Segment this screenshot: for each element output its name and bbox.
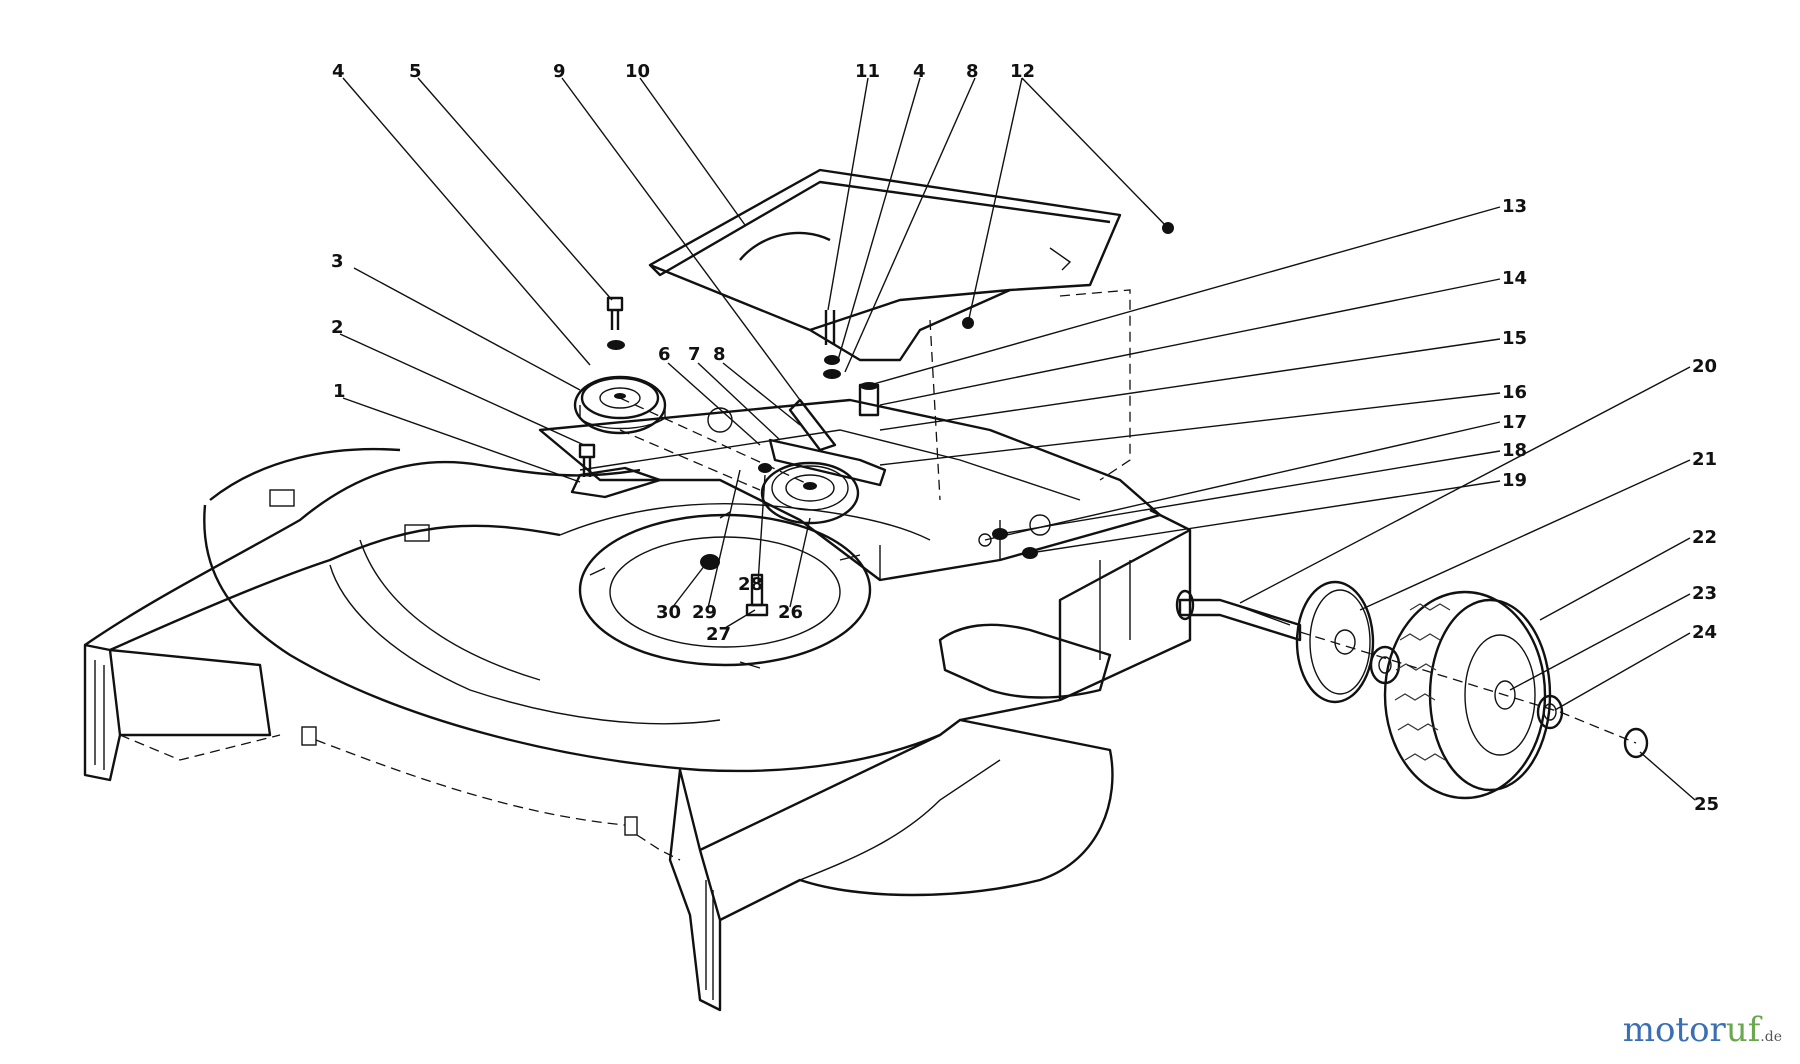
callout-23: 23: [1692, 583, 1717, 604]
callout-labels: 4 5 9 10 11 4 8 12 3 2 1 6 7 8 13 14 15 …: [331, 61, 1719, 815]
rear-wheel-assembly: [1175, 580, 1649, 800]
callout-14: 14: [1502, 268, 1527, 289]
callout-4-right: 4: [913, 61, 926, 82]
callout-2: 2: [331, 317, 344, 338]
watermark-part2: uf: [1725, 1010, 1761, 1050]
callout-4-left: 4: [332, 61, 345, 82]
callout-20: 20: [1692, 356, 1717, 377]
callout-8-mid: 8: [713, 344, 726, 365]
callout-26: 26: [778, 602, 803, 623]
callout-30: 30: [656, 602, 681, 623]
callout-24: 24: [1692, 622, 1717, 643]
mower-deck: [83, 447, 1192, 1012]
callout-11: 11: [855, 61, 880, 82]
belt-guard-cover: [648, 168, 1131, 501]
callout-25: 25: [1694, 794, 1719, 815]
callout-7: 7: [688, 344, 701, 365]
callout-29: 29: [692, 602, 717, 623]
callout-17: 17: [1502, 412, 1527, 433]
callout-1: 1: [333, 381, 346, 402]
callout-15: 15: [1502, 328, 1527, 349]
callout-12: 12: [1010, 61, 1035, 82]
watermark-part3: .de: [1760, 1029, 1782, 1045]
callout-21: 21: [1692, 449, 1717, 470]
watermark-logo: motoruf.de: [1623, 1010, 1782, 1050]
callout-28: 28: [738, 574, 763, 595]
callout-6: 6: [658, 344, 671, 365]
leader-lines: [339, 77, 1696, 801]
callout-16: 16: [1502, 382, 1527, 403]
callout-10: 10: [625, 61, 650, 82]
callout-8-top: 8: [966, 61, 979, 82]
callout-27: 27: [706, 624, 731, 645]
callout-19: 19: [1502, 470, 1527, 491]
callout-9: 9: [553, 61, 566, 82]
callout-18: 18: [1502, 440, 1527, 461]
callout-5: 5: [409, 61, 422, 82]
watermark-part1: motor: [1622, 1010, 1726, 1050]
callout-13: 13: [1502, 196, 1527, 217]
callout-3: 3: [331, 251, 344, 272]
drive-pulleys: [573, 375, 860, 525]
callout-22: 22: [1692, 527, 1717, 548]
